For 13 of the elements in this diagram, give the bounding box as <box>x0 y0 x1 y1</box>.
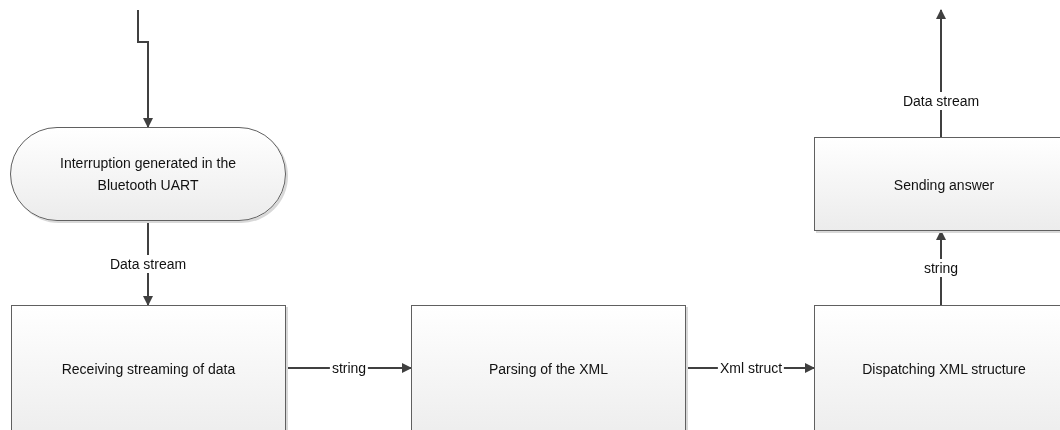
edge-label: string <box>329 359 369 377</box>
node-text: Sending answer <box>892 176 996 195</box>
node-text: Interruption generated in the Bluetooth UART <box>59 154 237 195</box>
arrow <box>137 9 153 128</box>
node-text: Parsing of the XML <box>487 360 610 379</box>
process-box <box>11 305 286 430</box>
process-box <box>814 137 1060 231</box>
arrow <box>936 9 946 138</box>
process-box <box>411 305 686 430</box>
node-text: Receiving streaming of data <box>60 360 237 379</box>
node-text: Dispatching XML structure <box>861 360 1027 379</box>
process-box <box>814 305 1060 430</box>
edge-label: string <box>921 259 961 277</box>
